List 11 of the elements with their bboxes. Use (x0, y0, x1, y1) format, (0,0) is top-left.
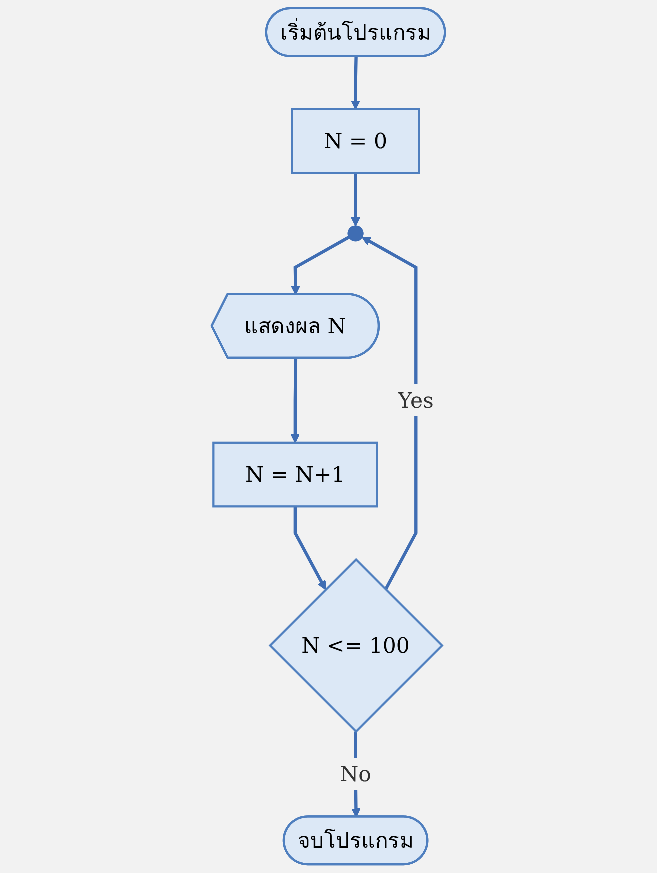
arrow (351, 56, 360, 110)
node-diamond: N <= 100 (268, 558, 444, 734)
node-box: N = N+1 (212, 442, 378, 508)
arrow (362, 236, 418, 591)
edge-label: Yes (398, 388, 434, 414)
arrow (291, 236, 350, 296)
arrow (351, 173, 360, 227)
arrow (294, 506, 326, 590)
edge-label: No (340, 761, 372, 787)
node-box: N = 0 (291, 108, 420, 174)
arrow (290, 358, 300, 444)
